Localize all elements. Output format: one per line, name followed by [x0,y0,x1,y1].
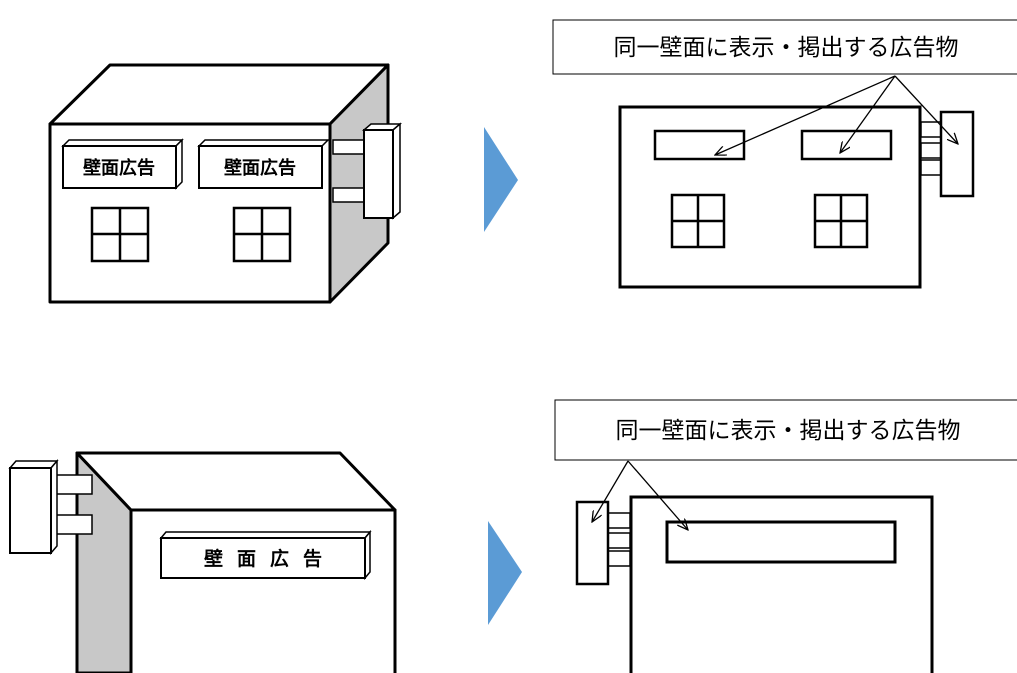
callout-box-top: 同一壁面に表示・掲出する広告物 [552,19,1017,75]
callout-arrows-top [715,75,958,155]
elevation-top-window-left [670,193,726,249]
projecting-sign-bottom [8,458,93,556]
elevation-top-projecting-sign [920,110,975,198]
wall-sign-top-right-label: 壁面広告 [224,157,296,179]
callout-text-bottom: 同一壁面に表示・掲出する広告物 [616,418,961,444]
elevation-top-window-right [813,193,869,249]
window-top-left [90,206,150,263]
wall-sign-top-left-label: 壁面広告 [83,157,155,179]
window-top-right [232,206,292,263]
elevation-bottom-sign [665,520,897,564]
elevation-bottom [575,495,934,673]
projecting-sign-top [332,122,403,220]
wall-sign-bottom: 壁面広告 [159,529,372,581]
building-bottom-roof [75,451,397,512]
callout-text-top: 同一壁面に表示・掲出する広告物 [614,35,959,61]
callout-box-bottom: 同一壁面に表示・掲出する広告物 [554,399,1017,461]
transition-arrow-bottom-icon [488,521,522,625]
wall-sign-bottom-label: 壁面広告 [204,547,336,570]
elevation-top [618,105,975,289]
transition-arrow-top-icon [484,127,518,232]
wall-sign-top-right: 壁面広告 [197,139,330,189]
elevation-bottom-projecting-sign [575,500,631,586]
callout-arrows-bottom [592,460,688,530]
wall-sign-top-left: 壁面広告 [61,138,184,190]
elevation-top-sign-left [653,129,746,161]
